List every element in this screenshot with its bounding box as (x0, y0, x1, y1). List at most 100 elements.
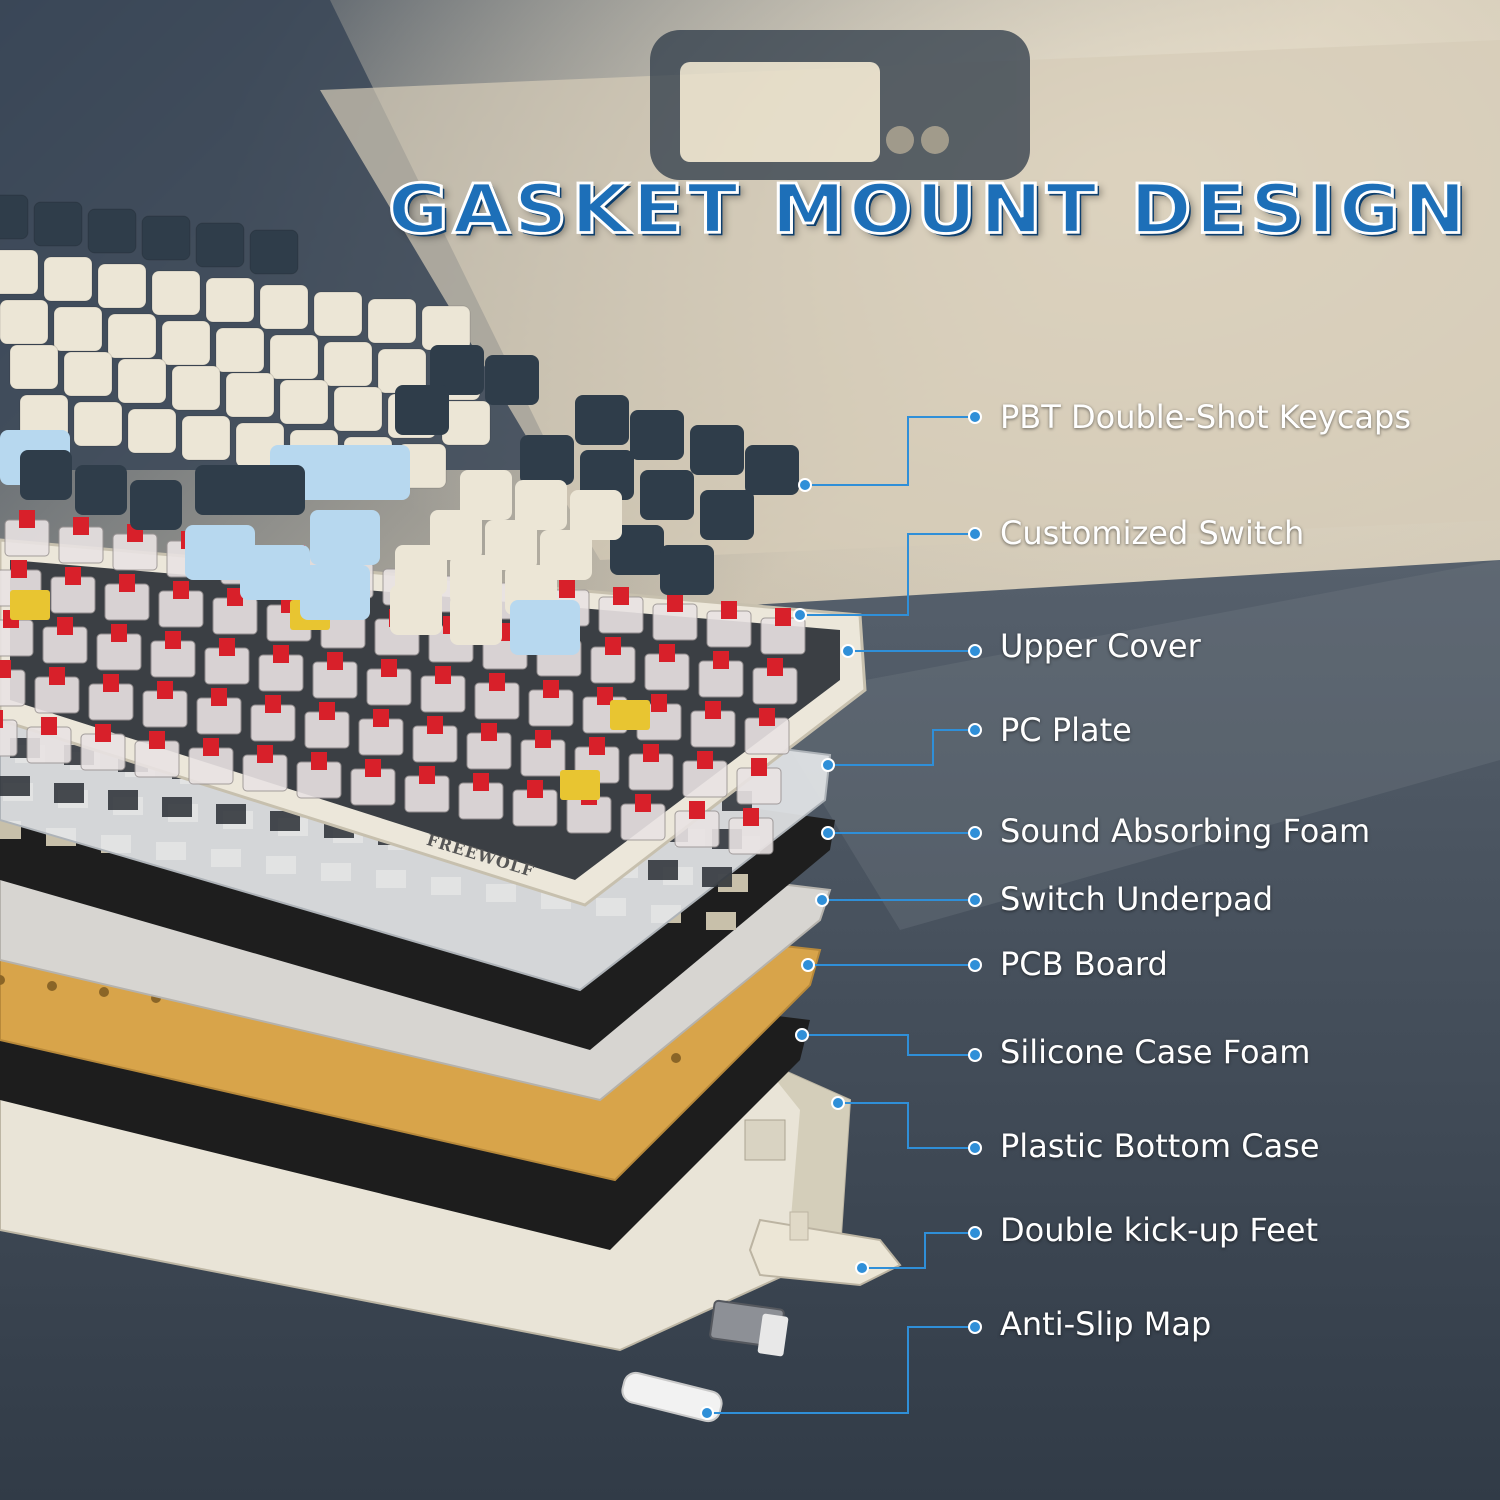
switch (258, 645, 304, 692)
callout-leader (793, 527, 982, 622)
plate-cutout (216, 804, 246, 824)
switch (512, 780, 558, 827)
keycap-set (0, 194, 799, 655)
upper-cover-inner (10, 560, 840, 880)
callout-leader (795, 1028, 982, 1062)
keycap (660, 545, 714, 595)
keycap (249, 229, 299, 275)
background-speaker (650, 30, 1030, 180)
stabilizer (610, 700, 650, 730)
keycap (575, 395, 629, 445)
callout-label-switch-underpad: Switch Underpad (1000, 880, 1274, 918)
switch (682, 751, 728, 798)
keycap (0, 299, 49, 345)
pcb-hole (671, 1053, 681, 1063)
callout-leaders (700, 410, 982, 1420)
keycap (390, 585, 442, 635)
keycap (485, 355, 539, 405)
stabilizer (560, 770, 600, 800)
switch (50, 567, 96, 614)
switch (196, 688, 242, 735)
plate-cutout (702, 867, 732, 887)
switch (250, 695, 296, 742)
keycap (0, 194, 29, 240)
keycap (127, 408, 177, 454)
switch (620, 794, 666, 841)
keycap (161, 320, 211, 366)
keycap (430, 345, 484, 395)
callout-leader (841, 644, 982, 658)
keycap (333, 386, 383, 432)
keycap (9, 344, 59, 390)
keycap (421, 305, 471, 351)
keycap (313, 291, 363, 337)
switch (96, 624, 142, 671)
keycap (745, 445, 799, 495)
floor-light-band (760, 560, 1500, 930)
keycap (87, 208, 137, 254)
keycap (510, 600, 580, 655)
keycap (225, 372, 275, 418)
keycap (259, 284, 309, 330)
callout-leader (815, 893, 982, 907)
keycap (141, 215, 191, 261)
keycap (0, 249, 39, 295)
switch (366, 659, 412, 706)
switch (212, 588, 258, 635)
switch (242, 745, 288, 792)
callout-leader (700, 1320, 982, 1420)
switch (350, 759, 396, 806)
switch (142, 681, 188, 728)
callout-label-sound-foam: Sound Absorbing Foam (1000, 812, 1371, 850)
keycap (269, 334, 319, 380)
keycap (185, 525, 255, 580)
switch (404, 766, 450, 813)
keycap (97, 263, 147, 309)
page-title: GASKET MOUNT DESIGN (387, 169, 1470, 251)
keycap (323, 341, 373, 387)
usb-receiver-part (709, 1299, 789, 1357)
switch (744, 708, 790, 755)
keycap (630, 410, 684, 460)
keycap (515, 480, 567, 530)
switch (104, 574, 150, 621)
bottom-case-clip (744, 1119, 786, 1161)
switch (4, 510, 50, 557)
keycap (450, 595, 502, 645)
switch (42, 617, 88, 664)
keycap (610, 525, 664, 575)
keycap (43, 256, 93, 302)
keycap (279, 379, 329, 425)
switch (736, 758, 782, 805)
keycap (33, 201, 83, 247)
keycap (580, 450, 634, 500)
plate-cutout (162, 797, 192, 817)
pcb-hole (99, 987, 109, 997)
keycap (205, 277, 255, 323)
switch (458, 773, 504, 820)
keycap (395, 385, 449, 435)
keycap (310, 510, 380, 565)
switch (412, 716, 458, 763)
switch (58, 517, 104, 564)
keycap (75, 465, 127, 515)
bottom-case-side (760, 1060, 850, 1250)
callout-label-kickup-feet: Double kick-up Feet (1000, 1211, 1318, 1249)
switch (690, 701, 736, 748)
switch (204, 638, 250, 685)
plate-cutout (108, 790, 138, 810)
switch (528, 680, 574, 727)
callout-label-bottom-case: Plastic Bottom Case (1000, 1127, 1320, 1165)
switch (728, 808, 774, 855)
foam-cutout (706, 912, 736, 930)
switch (474, 673, 520, 720)
callout-label-silicone-foam: Silicone Case Foam (1000, 1033, 1311, 1071)
keycap (171, 365, 221, 411)
pcb-hole (47, 981, 57, 991)
keycap (20, 450, 72, 500)
callout-leader (855, 1226, 982, 1275)
callout-leader (798, 410, 982, 492)
callout-leader (831, 1096, 982, 1155)
switch (0, 710, 18, 757)
